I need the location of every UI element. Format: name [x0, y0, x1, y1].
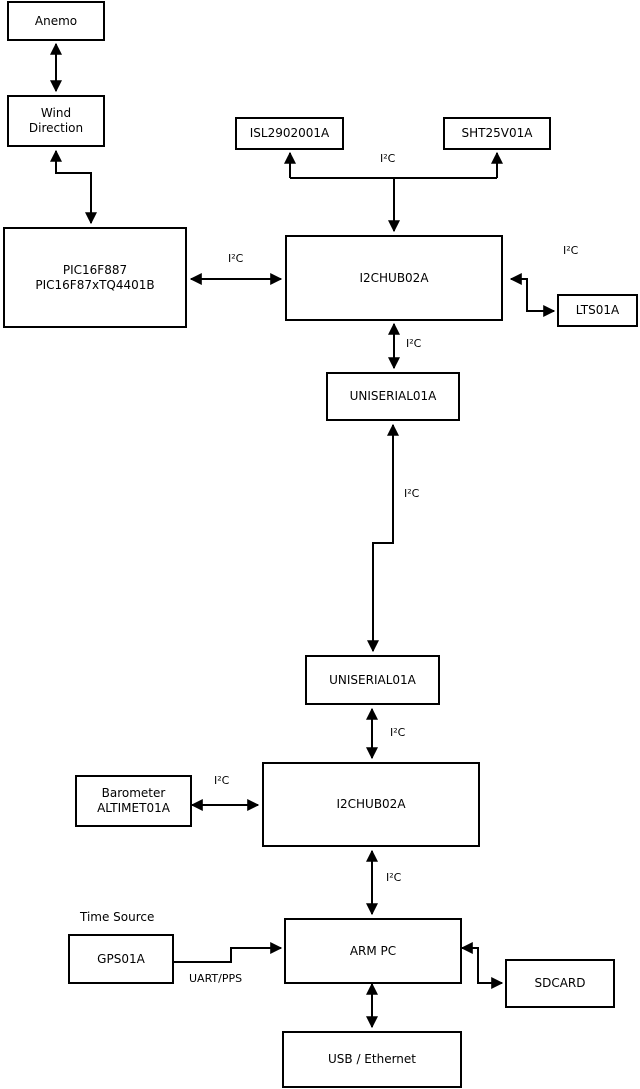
edge-label-sensor-bus: I²C: [380, 152, 396, 165]
node-gps01a[interactable]: GPS01A: [68, 934, 174, 984]
node-i2chub02a-bottom[interactable]: I2CHUB02A: [262, 762, 480, 847]
edge-label-hub-uniserial-top: I²C: [406, 337, 422, 350]
node-arm-pc-label: ARM PC: [349, 943, 397, 958]
label-time-source: Time Source: [80, 910, 155, 924]
node-sdcard[interactable]: SDCARD: [505, 959, 615, 1008]
node-anemo-label: Anemo: [34, 13, 78, 28]
edge-hubtop-lts: [509, 273, 556, 317]
edge-label-hub-armpc: I²C: [386, 871, 402, 884]
node-sht25v01a-label: SHT25V01A: [461, 126, 533, 140]
node-i2chub02a-top-label: I2CHUB02A: [359, 270, 429, 285]
edge-label-pic-hub: I²C: [228, 252, 244, 265]
node-sdcard-label: SDCARD: [534, 976, 586, 990]
node-usb-ethernet[interactable]: USB / Ethernet: [282, 1031, 462, 1088]
node-sht25v01a[interactable]: SHT25V01A: [443, 117, 551, 150]
node-uniserial01a-top[interactable]: UNISERIAL01A: [326, 372, 460, 421]
node-i2chub02a-bottom-label: I2CHUB02A: [336, 797, 406, 811]
node-isl2902001a[interactable]: ISL2902001A: [235, 117, 344, 150]
edge-pic-wind: [50, 149, 97, 225]
edge-armpc-sdcard: [460, 942, 504, 989]
node-gps01a-label: GPS01A: [97, 951, 145, 966]
node-lts01a-label: LTS01A: [575, 303, 620, 317]
node-uniserial01a-bottom-label: UNISERIAL01A: [329, 672, 416, 687]
node-lts01a[interactable]: LTS01A: [557, 294, 638, 327]
edge-label-gps-armpc: UART/PPS: [189, 972, 243, 985]
edge-label-uniserial-hub-bottom: I²C: [390, 726, 406, 739]
edge-gps-armpc: [174, 942, 283, 963]
node-barometer-label: Barometer ALTIMET01A: [97, 786, 170, 815]
node-i2chub02a-top[interactable]: I2CHUB02A: [285, 235, 503, 321]
node-isl2902001a-label: ISL2902001A: [249, 126, 330, 140]
node-pic-mcu-label: PIC16F887 PIC16F87xTQ4401B: [35, 262, 155, 292]
edge-uniserial-link: [367, 423, 399, 653]
node-wind-direction-label: Wind Direction: [28, 106, 84, 135]
edge-label-barometer-hub: I²C: [214, 774, 230, 787]
edge-label-hub-lts: I²C: [563, 244, 579, 257]
edge-label-uniserial-link: I²C: [404, 487, 420, 500]
node-anemo[interactable]: Anemo: [7, 1, 105, 41]
node-barometer[interactable]: Barometer ALTIMET01A: [75, 775, 192, 827]
node-usb-ethernet-label: USB / Ethernet: [328, 1052, 416, 1066]
node-uniserial01a-top-label: UNISERIAL01A: [349, 389, 437, 403]
node-pic-mcu[interactable]: PIC16F887 PIC16F87xTQ4401B: [3, 227, 187, 328]
node-uniserial01a-bottom[interactable]: UNISERIAL01A: [305, 655, 440, 705]
node-wind-direction[interactable]: Wind Direction: [7, 95, 105, 147]
node-arm-pc[interactable]: ARM PC: [284, 918, 462, 984]
